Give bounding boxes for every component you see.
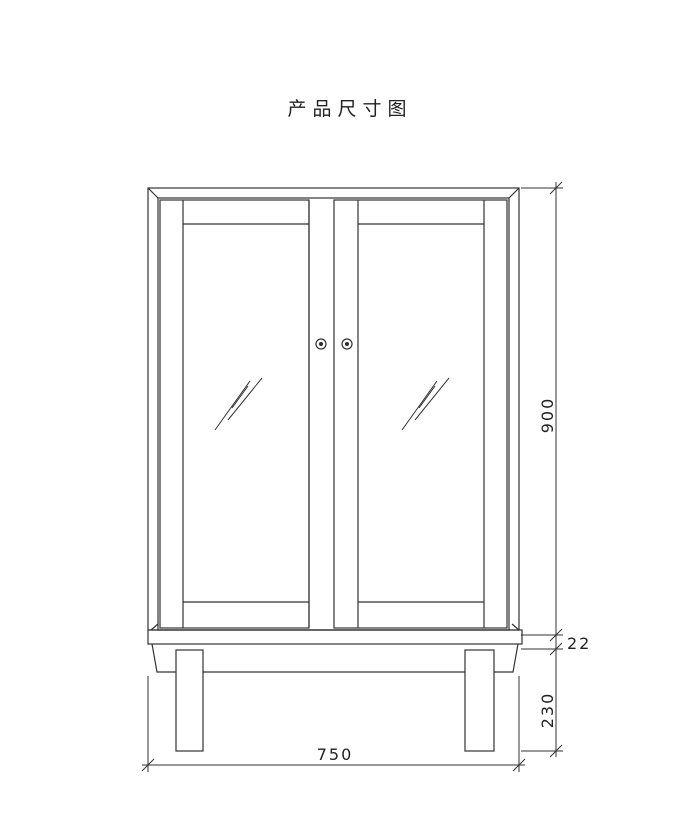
left-door xyxy=(159,199,310,629)
right-door xyxy=(333,199,508,629)
glass-reflection-marks xyxy=(214,377,450,431)
dimension-label-750: 750 xyxy=(317,745,354,764)
dimension-lines xyxy=(141,181,563,772)
legs xyxy=(175,649,495,752)
dimension-label-230: 230 xyxy=(538,692,557,729)
dimension-label-900: 900 xyxy=(538,397,557,434)
drawing-title: 产品尺寸图 xyxy=(287,98,413,120)
dimension-label-22: 22 xyxy=(567,634,591,653)
door-knobs xyxy=(315,338,353,350)
base-apron xyxy=(151,643,519,673)
base-top-board xyxy=(147,623,523,645)
